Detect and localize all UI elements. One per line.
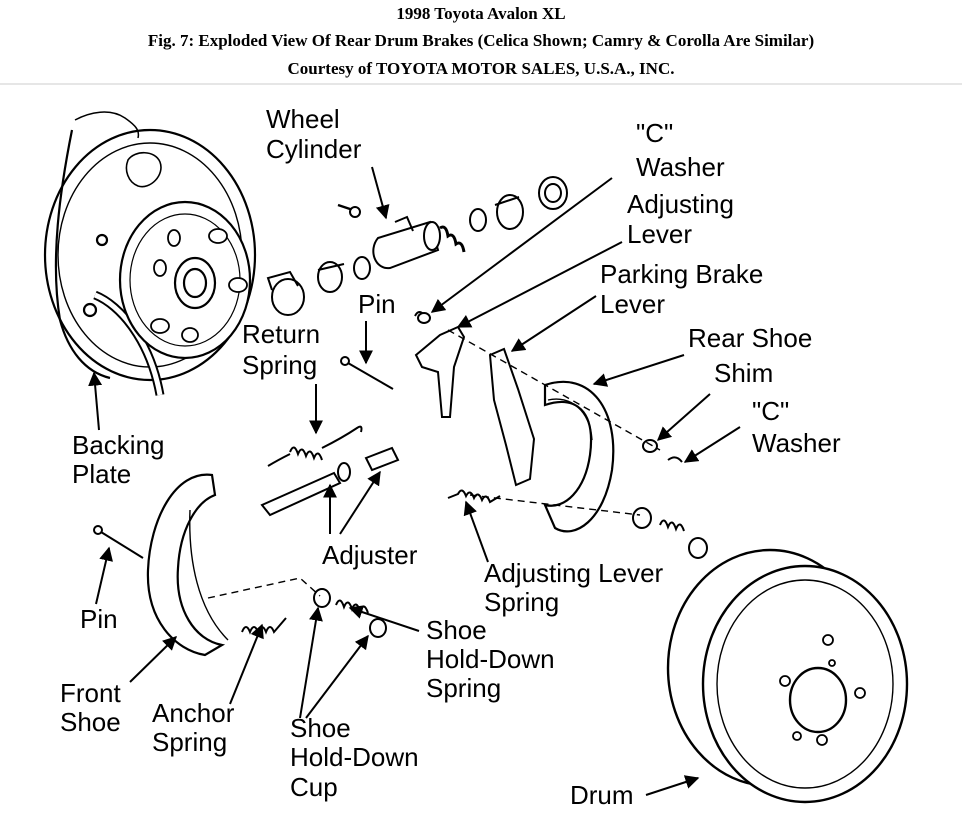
drum-part: [666, 548, 909, 804]
label-adjusting-lever: Adjusting Lever: [627, 189, 741, 249]
right-hold-down-part: [632, 507, 708, 559]
adjuster-part: [260, 446, 400, 517]
adjusting-lever-spring-part: [447, 489, 501, 504]
return-spring-part: [267, 425, 363, 467]
pin-top-part: [340, 356, 394, 390]
label-c-washer-right: "C" Washer: [752, 396, 841, 458]
adjusting-lever-part: [414, 311, 466, 418]
figure-caption: Fig. 7: Exploded View Of Rear Drum Brake…: [147, 31, 815, 50]
label-adjuster: Adjuster: [322, 540, 418, 570]
label-c-washer-top: "C" Washer: [636, 118, 725, 182]
label-rear-shoe: Rear Shoe: [688, 323, 812, 353]
anchor-spring-part: [241, 617, 287, 635]
leader-arrows: [88, 166, 741, 796]
label-shoe-hold-down-cup: Shoe Hold-Down Cup: [290, 713, 426, 802]
label-shim: Shim: [714, 358, 773, 388]
shoe-hold-down-part: [313, 588, 387, 638]
diagram-title: 1998 Toyota Avalon XL: [396, 4, 566, 23]
label-front-shoe: Front Shoe: [60, 678, 128, 737]
label-adjusting-lever-spring: Adjusting Lever Spring: [484, 558, 670, 617]
label-drum: Drum: [570, 780, 634, 810]
label-wheel-cylinder: Wheel Cylinder: [266, 104, 362, 164]
label-parking-brake-lever: Parking Brake Lever: [600, 259, 771, 319]
hub-part: [118, 200, 252, 360]
wheel-cylinder-part: [266, 176, 568, 316]
label-backing-plate: Backing Plate: [72, 430, 172, 489]
label-pin-left: Pin: [80, 604, 118, 634]
courtesy-line: Courtesy of TOYOTA MOTOR SALES, U.S.A., …: [287, 59, 675, 78]
front-shoe-part: [146, 473, 229, 657]
label-shoe-hold-down-spring: Shoe Hold-Down Spring: [426, 615, 562, 703]
assembly-lines: [207, 329, 661, 599]
label-return-spring: Return Spring: [242, 319, 327, 380]
label-anchor-spring: Anchor Spring: [152, 698, 242, 757]
c-washer-shim-part: [417, 312, 683, 463]
pin-left-part: [93, 525, 144, 559]
label-pin-top: Pin: [358, 289, 396, 319]
parking-brake-lever-part: [488, 347, 536, 487]
rear-shoe-part: [543, 380, 615, 533]
